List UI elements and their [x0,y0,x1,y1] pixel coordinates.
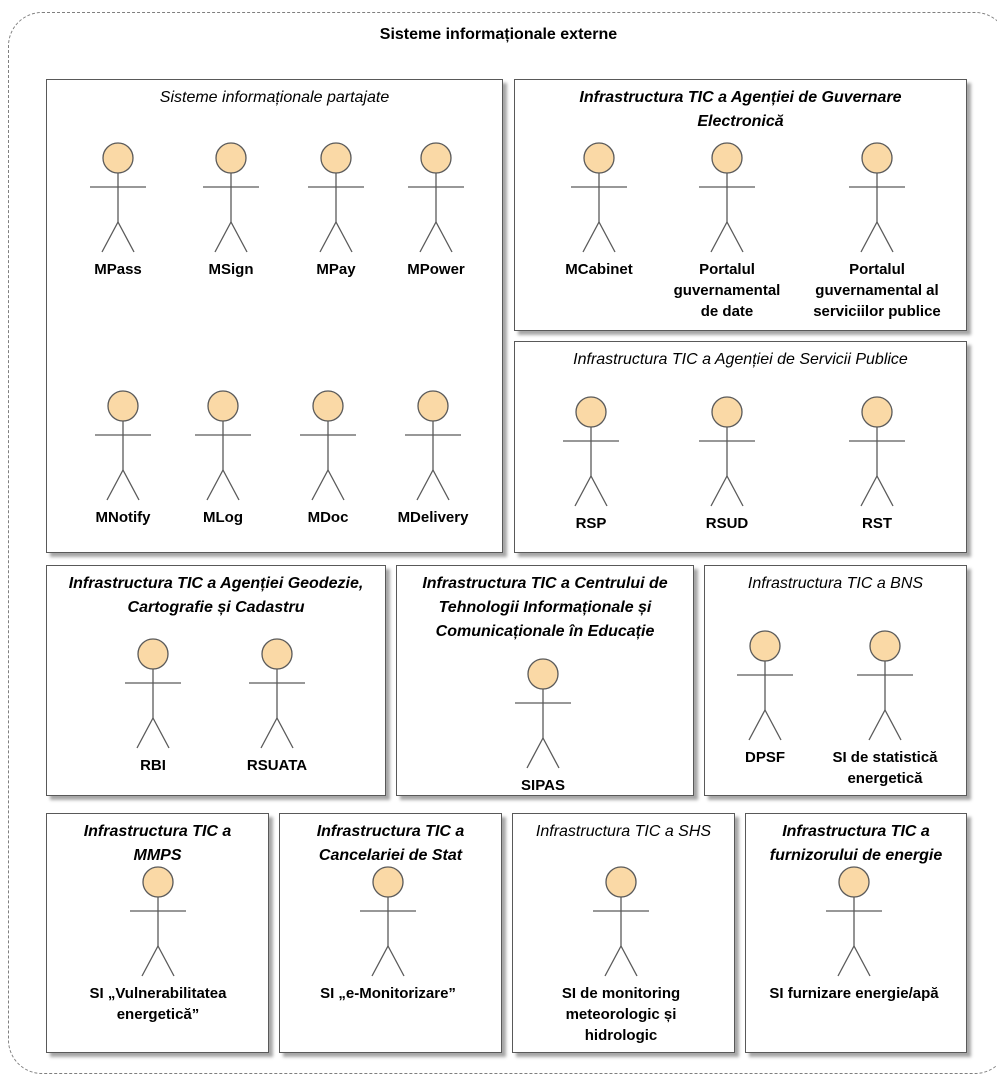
box-shs: Infrastructura TIC a SHS SI de monitorin… [512,813,735,1053]
box-bns: Infrastructura TIC a BNS DPSF SI de stat… [704,565,967,796]
actor-label: SI „e-Monitorizare” [320,985,456,1002]
box-agcc: Infrastructura TIC a Agenției Geodezie, … [46,565,386,796]
actor-label: MLog [203,509,243,526]
box-ctice: Infrastructura TIC a Centrului de Tehnol… [396,565,694,796]
box-mmps: Infrastructura TIC a MMPS SI „Vulnerabil… [46,813,269,1053]
box-shared-systems: Sisteme informaționale partajate MPass M… [46,79,503,553]
actor-label: SI de monitoring meteorologic și hidrolo… [561,985,681,1044]
person-icon [571,142,627,253]
person-icon [300,390,356,501]
actor-label: RSP [575,515,607,532]
actor-label: DPSF [744,749,785,766]
box-title: Infrastructura TIC a SHS [535,823,712,840]
actor-label: Portalul guvernamental al serviciilor pu… [813,261,941,320]
box-title: Infrastructura TIC a Agenției Geodezie, … [68,575,364,616]
person-icon [849,396,905,507]
actor-label: MCabinet [565,261,633,278]
box-title: Infrastructura TIC a Cancelariei de Stat [316,823,465,864]
actor-label: MDoc [307,509,349,526]
actor-label: MDelivery [397,509,469,526]
box-asp: Infrastructura TIC a Agenției de Servici… [514,341,967,553]
box-age: Infrastructura TIC a Agenției de Guverna… [514,79,967,331]
person-icon [593,866,649,977]
person-icon [408,142,464,253]
actor-label: SIPAS [521,777,565,794]
box-cs: Infrastructura TIC a Cancelariei de Stat… [279,813,502,1053]
actor-label: MPower [407,261,465,278]
actor-label: RSUATA [246,757,308,774]
person-icon [699,142,755,253]
actor-label: SI „Vulnerabilitatea energetică” [89,985,227,1023]
person-icon [130,866,186,977]
person-icon [699,396,755,507]
person-icon [360,866,416,977]
person-icon [249,638,305,749]
box-title: Infrastructura TIC a Agenției de Guverna… [579,89,902,130]
person-icon [308,142,364,253]
actor-label: MPass [94,261,142,278]
box-title: Sisteme informaționale partajate [159,89,390,106]
person-icon [849,142,905,253]
actor-label: RSUD [705,515,749,532]
person-icon [563,396,619,507]
actor-label: Portalul guvernamental de date [673,261,781,320]
person-icon [95,390,151,501]
box-title: Infrastructura TIC a furnizorului de ene… [769,823,943,864]
box-title: Infrastructura TIC a Centrului de Tehnol… [422,575,668,640]
actor-label: MNotify [95,509,151,526]
actor-label: RBI [140,757,166,774]
person-icon [826,866,882,977]
person-icon [203,142,259,253]
person-icon [90,142,146,253]
person-icon [515,658,571,769]
actor-label: SI de statistică energetică [832,749,938,787]
actor-label: RST [862,515,892,532]
box-title: Infrastructura TIC a MMPS [83,823,232,864]
person-icon [857,630,913,741]
person-icon [737,630,793,741]
box-fe: Infrastructura TIC a furnizorului de ene… [745,813,967,1053]
person-icon [195,390,251,501]
container-title: Sisteme informaționale externe [379,26,618,43]
box-title: Infrastructura TIC a BNS [747,575,924,592]
external-systems-container [8,12,997,1074]
person-icon [405,390,461,501]
actor-label: MPay [316,261,356,278]
person-icon [125,638,181,749]
actor-label: SI furnizare energie/apă [769,985,939,1002]
actor-label: MSign [208,261,254,278]
box-title: Infrastructura TIC a Agenției de Servici… [573,351,908,368]
